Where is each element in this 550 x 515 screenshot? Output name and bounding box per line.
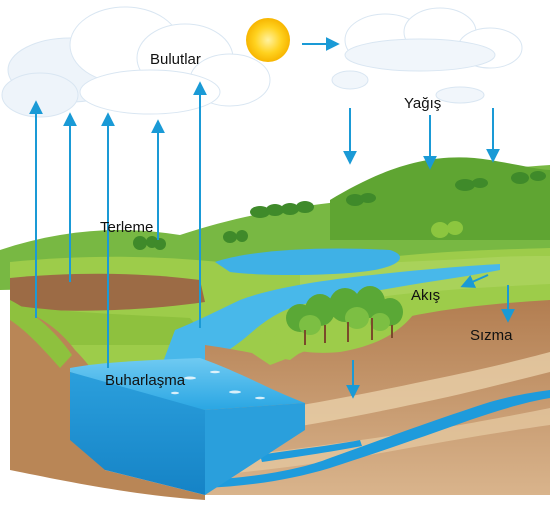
lake-top [70, 358, 305, 410]
runoff-arrow [460, 274, 489, 288]
lake-front [70, 372, 205, 495]
label-runoff: Akış [411, 287, 441, 304]
distant-lake [215, 248, 400, 275]
label-transpiration: Terleme [100, 219, 154, 236]
cloud-small-mid [331, 70, 485, 104]
cloud-left [1, 6, 271, 118]
arrows [29, 37, 515, 399]
treeline [133, 171, 546, 250]
label-evaporation: Buharlaşma [105, 372, 186, 389]
tree-cluster [270, 286, 420, 353]
label-infiltration: Sızma [470, 327, 513, 344]
groundwater [205, 390, 550, 488]
cloud-right [344, 7, 523, 72]
label-clouds: Bulutlar [150, 51, 201, 68]
sun-icon [246, 18, 290, 62]
label-precipitation: Yağış [404, 95, 442, 112]
